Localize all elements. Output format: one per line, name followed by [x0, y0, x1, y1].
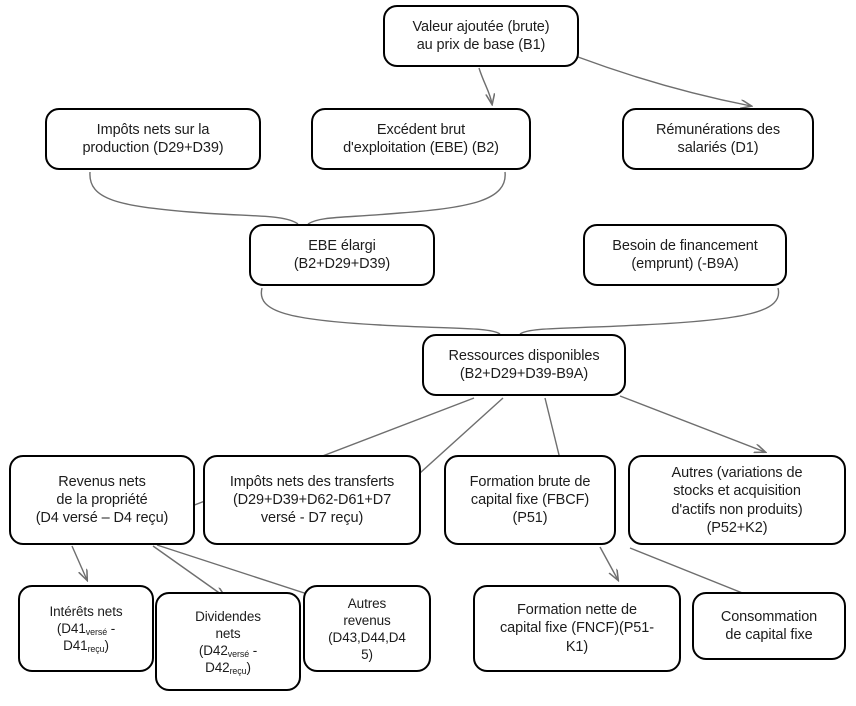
- node-besoin-de-financement: Besoin de financement (emprunt) (-B9A): [583, 224, 787, 286]
- node-excedent-brut-exploitation: Excédent brut d'exploitation (EBE) (B2): [311, 108, 531, 170]
- node-label-ressources-disponibles: Ressources disponibles (B2+D29+D39-B9A): [448, 347, 600, 382]
- node-label-autres-variations-stocks: Autres (variations de stocks et acquisit…: [671, 465, 803, 536]
- node-impots-nets-transferts: Impôts nets des transferts (D29+D39+D62-…: [203, 455, 421, 545]
- node-label-impots-nets-production: Impôts nets sur la production (D29+D39): [82, 121, 224, 156]
- node-label-formation-brute-capital-fixe: Formation brute de capital fixe (FBCF) (…: [469, 473, 591, 527]
- node-label-ebe-elargi: EBE élargi (B2+D29+D39): [293, 237, 391, 272]
- edge-impots-to-ebe-elargi: [89, 171, 299, 225]
- edge-b1-to-b2: [478, 67, 492, 104]
- edge-b1-to-d1: [577, 56, 751, 106]
- node-revenus-nets-propriete: Revenus nets de la propriété (D4 versé –…: [9, 455, 195, 545]
- node-ebe-elargi: EBE élargi (B2+D29+D39): [249, 224, 435, 286]
- node-remunerations-salaries: Rémunérations des salariés (D1): [622, 108, 814, 170]
- node-label-revenus-nets-propriete: Revenus nets de la propriété (D4 versé –…: [35, 473, 169, 527]
- node-valeur-ajoutee-brute: Valeur ajoutée (brute) au prix de base (…: [383, 5, 579, 67]
- node-label-excedent-brut-exploitation: Excédent brut d'exploitation (EBE) (B2): [343, 121, 499, 156]
- node-label-remunerations-salaries: Rémunérations des salariés (D1): [655, 121, 781, 156]
- node-consommation-capital-fixe: Consommation de capital fixe: [692, 592, 846, 660]
- node-formation-nette-capital-fixe: Formation nette de capital fixe (FNCF)(P…: [473, 585, 681, 672]
- node-label-autres-revenus: Autres revenus (D43,D44,D4 5): [328, 595, 406, 662]
- node-ressources-disponibles: Ressources disponibles (B2+D29+D39-B9A): [422, 334, 626, 396]
- node-label-formation-nette-capital-fixe: Formation nette de capital fixe (FNCF)(P…: [500, 602, 654, 655]
- edge-fbcf-to-fncf: [599, 546, 618, 580]
- node-autres-revenus: Autres revenus (D43,D44,D4 5): [303, 585, 431, 672]
- node-label-impots-nets-transferts: Impôts nets des transferts (D29+D39+D62-…: [229, 473, 395, 527]
- node-label-valeur-ajoutee-brute: Valeur ajoutée (brute) au prix de base (…: [412, 18, 550, 53]
- edge-ebe-to-ebe-elargi: [307, 171, 506, 225]
- node-label-interets-nets: Intérêts nets(D41versé -D41reçu): [49, 604, 123, 655]
- edge-revenus-to-dividendes: [152, 545, 225, 597]
- node-label-besoin-de-financement: Besoin de financement (emprunt) (-B9A): [612, 237, 758, 272]
- node-formation-brute-capital-fixe: Formation brute de capital fixe (FBCF) (…: [444, 455, 616, 545]
- edge-revenus-to-interets: [71, 545, 87, 580]
- edge-ressources-to-autres-variations: [619, 395, 765, 452]
- node-autres-variations-stocks: Autres (variations de stocks et acquisit…: [628, 455, 846, 545]
- node-interets-nets: Intérêts nets(D41versé -D41reçu): [18, 585, 154, 672]
- edge-ebe-elargi-to-ressources: [260, 287, 501, 335]
- node-label-consommation-capital-fixe: Consommation de capital fixe: [720, 608, 818, 643]
- edge-b9a-to-ressources: [519, 287, 780, 335]
- node-impots-nets-production: Impôts nets sur la production (D29+D39): [45, 108, 261, 170]
